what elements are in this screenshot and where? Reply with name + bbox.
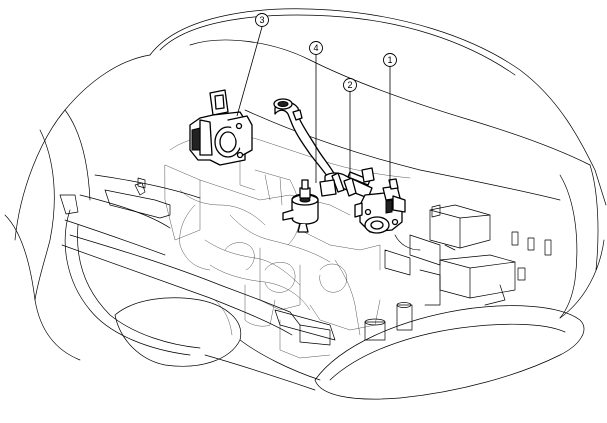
solenoid-valve-part	[282, 179, 319, 233]
battery-and-boxes	[384, 204, 552, 306]
callout-4: 4	[309, 41, 323, 55]
callout-3-label: 3	[259, 15, 264, 25]
egr-pipe-part	[273, 98, 375, 199]
callout-1-label: 1	[387, 55, 392, 65]
egr-valve-part	[354, 178, 406, 234]
throttle-body-part	[189, 89, 253, 166]
callout-2-label: 2	[347, 80, 352, 90]
callout-leaders	[236, 26, 391, 188]
callout-1: 1	[383, 53, 397, 67]
engine-block-ghost	[164, 134, 411, 359]
callout-3: 3	[255, 13, 269, 27]
callout-4-label: 4	[313, 43, 318, 53]
radiator-support	[59, 177, 413, 346]
car-body-outline	[4, 8, 607, 400]
callout-2: 2	[343, 78, 357, 92]
leader-3	[236, 26, 263, 117]
